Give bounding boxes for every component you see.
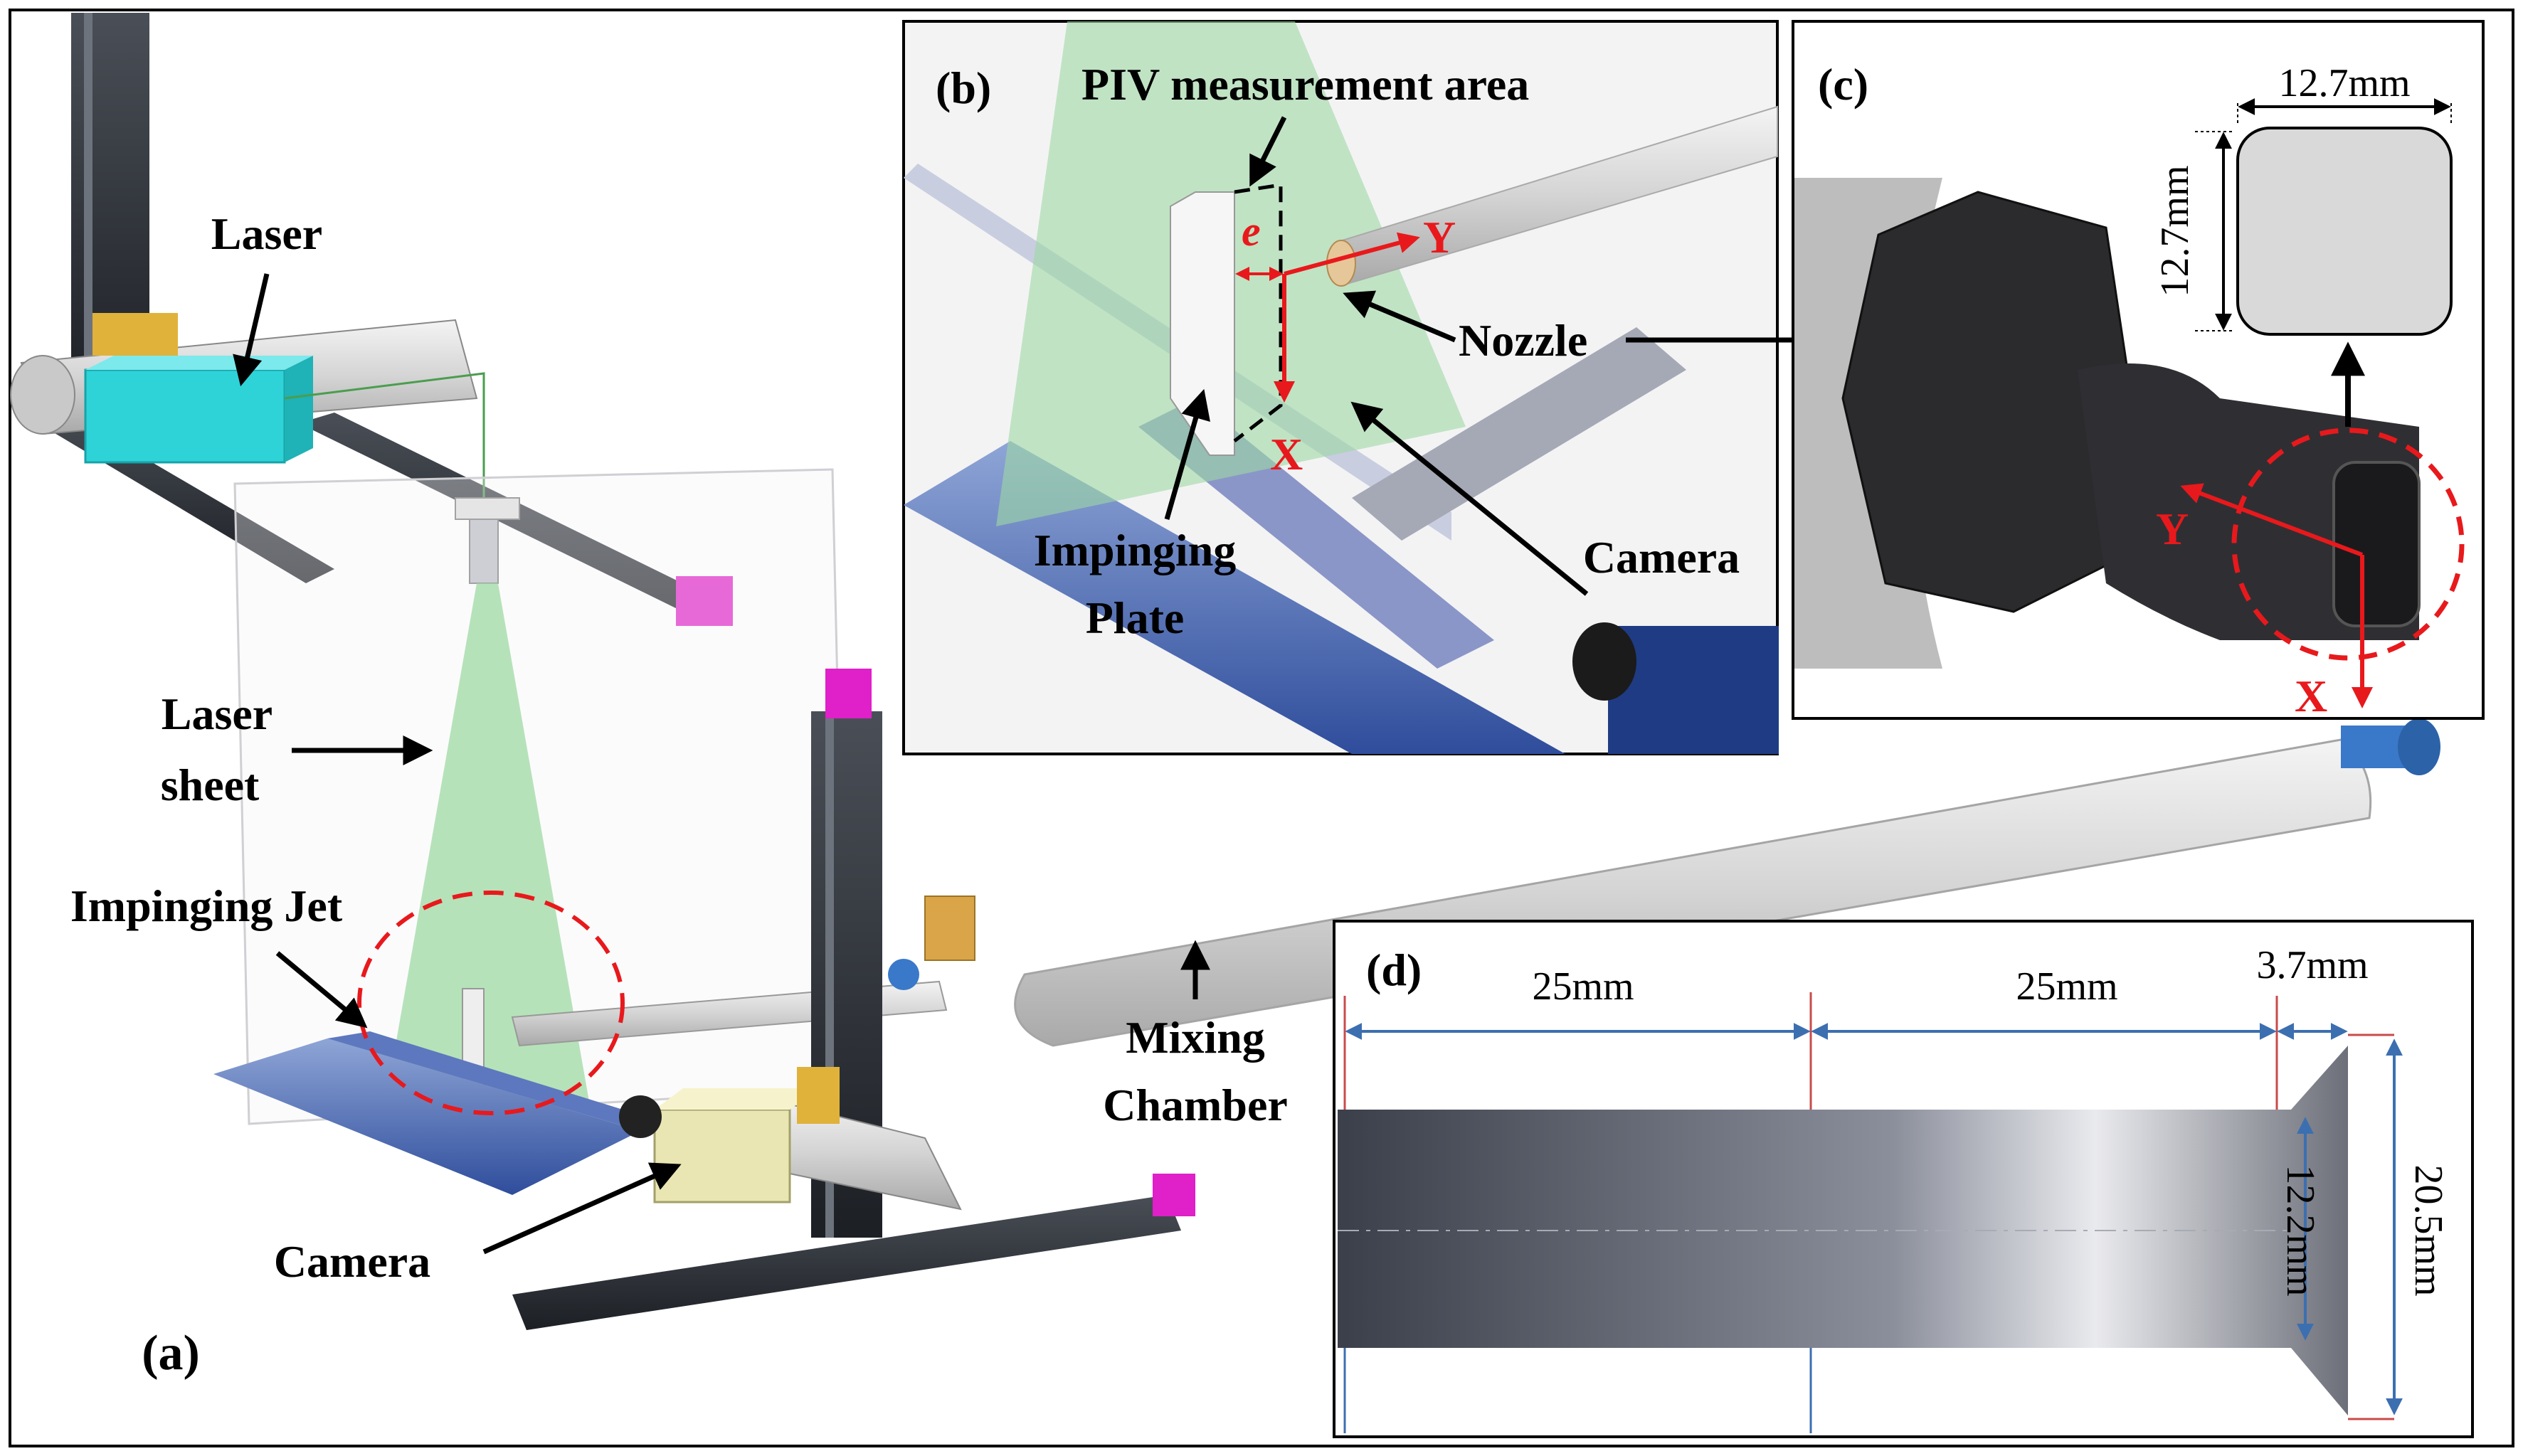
y-label-b: Y [1423, 212, 1456, 262]
len2-label: 25mm [2016, 965, 2117, 1009]
panel-d [1333, 920, 2474, 1438]
impinging-plate-label-1: Impinging [1034, 525, 1237, 575]
impinging-jet-label: Impinging Jet [70, 881, 343, 931]
camera-body-a [653, 1108, 791, 1203]
panel-a-setup [10, 13, 1195, 1330]
camera-lens-b [1572, 622, 1636, 701]
laser-arrow [233, 273, 270, 387]
piv-area-label: PIV measurement area [1081, 59, 1529, 110]
mixing-chamber-label-2: Chamber [1103, 1080, 1288, 1130]
rail-bottom [512, 1195, 1181, 1330]
laser-body [84, 368, 286, 464]
laser-sheet-label-2: sheet [161, 760, 260, 810]
nozzle-side-view [1338, 1046, 2348, 1415]
panel-c [1792, 20, 2485, 720]
nozzle-arrow [1343, 290, 1456, 343]
panel-c-label: (c) [1818, 59, 1868, 110]
impinging-plate-label-2: Plate [1086, 593, 1185, 643]
camera-label-a: Camera [274, 1236, 430, 1287]
piv-area-arrow [1249, 116, 1287, 187]
y-label-c: Y [2156, 504, 2189, 554]
camera-lens-a [619, 1095, 662, 1138]
post-cap [825, 669, 872, 718]
rail-end-cap [676, 576, 733, 626]
outlet-highlight [2231, 427, 2465, 661]
tank-base [213, 1038, 640, 1195]
panel-a-label: (a) [142, 1326, 200, 1381]
nozzle-cross-section [2236, 127, 2453, 336]
camera-label-b: Camera [1583, 532, 1740, 583]
panel-d-label: (d) [1366, 945, 1422, 995]
impinging-jet-arrow [275, 951, 368, 1029]
laser-beam [284, 372, 485, 498]
laser-sheet [384, 583, 591, 1110]
width-label: 12.7mm [2278, 61, 2410, 105]
camera-arrow-a [482, 1162, 682, 1255]
valve [924, 896, 975, 961]
len3-label: 3.7mm [2256, 943, 2368, 987]
y-axis-c [2180, 483, 2364, 557]
rail-end-cap-2 [1153, 1174, 1195, 1216]
len1-label: 25mm [1532, 965, 1634, 1009]
camera-body-b [1608, 626, 1779, 754]
camera-arrow-b [1350, 401, 1589, 596]
laser-sheet-label-1: Laser [162, 689, 273, 739]
panel-b-label: (b) [936, 63, 991, 113]
outer-diameter-label: 20.5mm [2406, 1164, 2450, 1296]
x-label-b: X [1270, 429, 1303, 479]
y-axis-b [1284, 232, 1420, 276]
x-label-c: X [2295, 671, 2327, 721]
mixing-chamber-label-1: Mixing [1126, 1012, 1265, 1063]
e-label: e [1242, 208, 1261, 255]
height-label: 12.7mm [2153, 165, 2197, 297]
panel-b [902, 20, 1779, 755]
impinging-plate-arrow [1164, 388, 1210, 520]
laser-label: Laser [211, 208, 322, 259]
inner-diameter-label: 12.2mm [2278, 1164, 2322, 1296]
laser-mount [92, 313, 178, 356]
piv-area-box [1233, 183, 1283, 442]
nozzle-label: Nozzle [1459, 315, 1587, 366]
